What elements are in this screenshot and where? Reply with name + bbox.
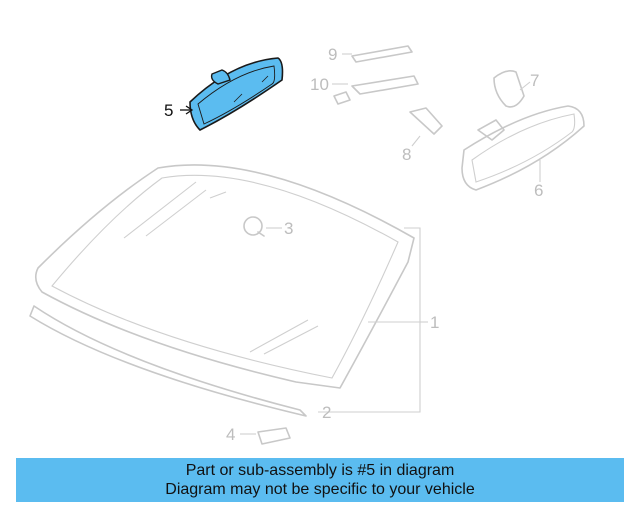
bracket-part-8[interactable]: [409, 107, 443, 135]
molding-part-2[interactable]: [29, 305, 307, 417]
callout-7: 7: [530, 71, 539, 90]
spacer-part-4[interactable]: [257, 427, 291, 445]
cover-part-7[interactable]: [493, 70, 525, 108]
callout-10: 10: [310, 75, 329, 94]
mirror-part-5[interactable]: [189, 57, 284, 131]
banner-line-2: Diagram may not be specific to your vehi…: [165, 481, 475, 498]
callout-4: 4: [226, 425, 235, 444]
callout-2: 2: [322, 403, 331, 422]
leader-lines: [180, 53, 541, 435]
callout-1: 1: [430, 313, 439, 332]
callout-3: 3: [284, 219, 293, 238]
callout-9: 9: [328, 45, 337, 64]
windshield-part-1[interactable]: [34, 164, 415, 389]
callout-6: 6: [534, 181, 543, 200]
bracket-assembly-part-10[interactable]: [333, 75, 419, 105]
clip-part-3[interactable]: [243, 216, 265, 237]
callout-5: 5: [164, 101, 173, 120]
callout-8: 8: [402, 145, 411, 164]
bar-part-9[interactable]: [351, 45, 413, 63]
banner-line-1: Part or sub-assembly is #5 in diagram: [185, 462, 455, 479]
mirror-part-6[interactable]: [461, 105, 585, 191]
info-banner: Part or sub-assembly is #5 in diagram Di…: [16, 458, 624, 502]
